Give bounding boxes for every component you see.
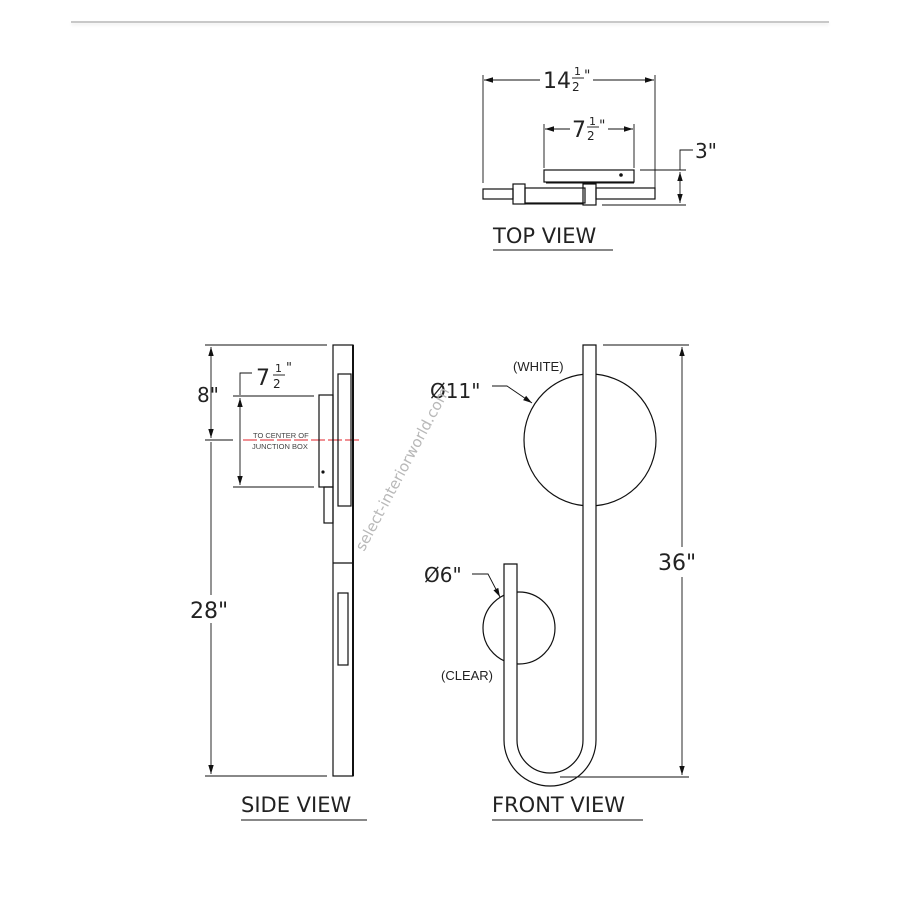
top-depth-dimension: 3" — [695, 139, 717, 163]
large-globe-dimension: Ø11" — [430, 379, 480, 403]
svg-text:": " — [286, 361, 292, 376]
small-globe-label: (CLEAR) — [441, 668, 493, 683]
svg-text:": " — [584, 68, 590, 84]
svg-text:14: 14 — [543, 69, 571, 94]
svg-text:1: 1 — [589, 115, 596, 128]
junction-note-line2: JUNCTION BOX — [252, 442, 308, 451]
front-view-title: FRONT VIEW — [492, 793, 625, 817]
svg-text:2: 2 — [587, 129, 595, 143]
side-view-title: SIDE VIEW — [241, 793, 351, 817]
small-globe-dimension: Ø6" — [424, 563, 462, 587]
top-view-title: TOP VIEW — [492, 224, 597, 248]
svg-text:": " — [599, 118, 605, 134]
large-globe-label: (WHITE) — [513, 359, 564, 374]
side-top-dimension: 8" — [197, 383, 219, 407]
svg-text:2: 2 — [572, 80, 580, 94]
top-view: 14 1 2 " 7 1 2 " 3" TOP VI — [482, 65, 717, 251]
side-bottom-dimension: 28" — [190, 599, 228, 624]
junction-note-line1: TO CENTER OF — [253, 431, 309, 440]
svg-text:7: 7 — [256, 366, 270, 391]
header-divider — [71, 21, 829, 23]
side-canopy-dimension: 7 1 2 " — [256, 361, 292, 391]
side-view: 8" 28" 7 1 2 " TO CENTER OF JUNCTION BOX… — [190, 344, 367, 821]
svg-text:1: 1 — [574, 65, 581, 78]
arm-shape — [503, 344, 597, 787]
top-width-dimension: 14 1 2 " — [543, 65, 590, 94]
svg-text:7: 7 — [572, 118, 586, 143]
watermark: select-interiorworld.com — [352, 384, 454, 554]
front-view: 36" Ø11" (WHITE) Ø6" (CLEAR) FRONT VIEW — [424, 344, 706, 821]
top-canopy-dimension: 7 1 2 " — [572, 115, 605, 143]
front-height-dimension: 36" — [658, 551, 696, 576]
small-globe-shape — [482, 591, 556, 665]
svg-text:1: 1 — [275, 362, 282, 375]
svg-text:2: 2 — [273, 377, 281, 391]
